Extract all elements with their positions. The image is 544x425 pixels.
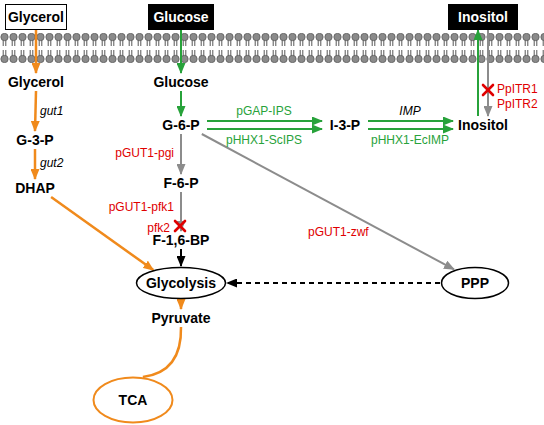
edge-label: pGUT1-zwf: [308, 225, 369, 239]
pathway-arrow: [180, 300, 183, 309]
node-text: I-3-P: [330, 117, 360, 133]
knockout-cross: [483, 85, 493, 95]
metabolite: F-6-P: [155, 174, 207, 192]
edge-label: pGUT1-pgi: [115, 146, 174, 160]
pathway-arrow: [35, 91, 36, 131]
source-box: Inositol: [448, 4, 518, 30]
metabolite: Glycerol: [7, 73, 65, 91]
node-text: G-3-P: [16, 132, 53, 148]
edge-label: pHHX1-EcIMP: [371, 133, 449, 147]
node-text: Glycerol: [8, 9, 64, 25]
pathway-arrow: [180, 134, 182, 174]
lipid-bilayer: [0, 33, 544, 63]
source-box: Glucose: [148, 4, 214, 30]
metabolite: DHAP: [12, 179, 58, 197]
knockout-cross: [175, 221, 185, 231]
node-text: Glucose: [153, 74, 208, 90]
gene-label: pfk2: [147, 221, 170, 235]
metabolite: G-6-P: [155, 116, 207, 134]
pathway-arrow: [34, 149, 37, 179]
edge-label: pGUT1-pfk1: [109, 200, 174, 214]
pathway-ellipse: Glycolysis: [135, 266, 227, 300]
node-text: Glycerol: [8, 74, 64, 90]
pathway-arrow: [227, 282, 440, 284]
node-text: Glucose: [153, 9, 208, 25]
gene-label: PpITR2: [497, 97, 538, 111]
pathway-arrow: [35, 30, 38, 73]
pathway-arrow: [368, 128, 453, 130]
pathway-arrow: [487, 30, 489, 116]
pathway-ellipse: PPP: [440, 266, 510, 300]
metabolite: G-3-P: [12, 131, 58, 149]
metabolite: Pyruvate: [146, 309, 216, 327]
node-text: TCA: [119, 392, 148, 408]
node-text: F-6-P: [164, 175, 199, 191]
edge-label: gut1: [40, 104, 63, 118]
metabolite: Glucose: [150, 73, 212, 91]
pathway-arrow: [207, 120, 322, 122]
edge-label: gut2: [40, 156, 63, 170]
node-text: DHAP: [15, 180, 55, 196]
pathway-arrow: [477, 30, 479, 116]
pathway-arrow: [180, 91, 182, 116]
pathway-arrow: [180, 249, 182, 266]
metabolite: Inositol: [453, 116, 513, 134]
cycle-ellipse: TCA: [92, 376, 174, 424]
node-text: Inositol: [458, 117, 508, 133]
node-text: Inositol: [458, 9, 508, 25]
metabolite: I-3-P: [322, 116, 368, 134]
source-box: Glycerol: [5, 4, 67, 30]
edge-label: IMP: [399, 104, 420, 118]
pathway-arrow: [368, 120, 453, 122]
node-text: G-6-P: [162, 117, 199, 133]
edge-label: pGAP-IPS: [236, 104, 291, 118]
pathway-arrow: [180, 30, 182, 73]
node-text: PPP: [461, 275, 489, 291]
node-text: Pyruvate: [151, 310, 210, 326]
pathway-arrow: [207, 128, 322, 130]
gene-label: PpITR1: [497, 82, 538, 96]
pathway-arrow: [143, 327, 181, 377]
pathway-arrow: [202, 134, 454, 269]
edge-label: pHHX1-ScIPS: [226, 133, 302, 147]
node-text: Glycolysis: [146, 275, 216, 291]
